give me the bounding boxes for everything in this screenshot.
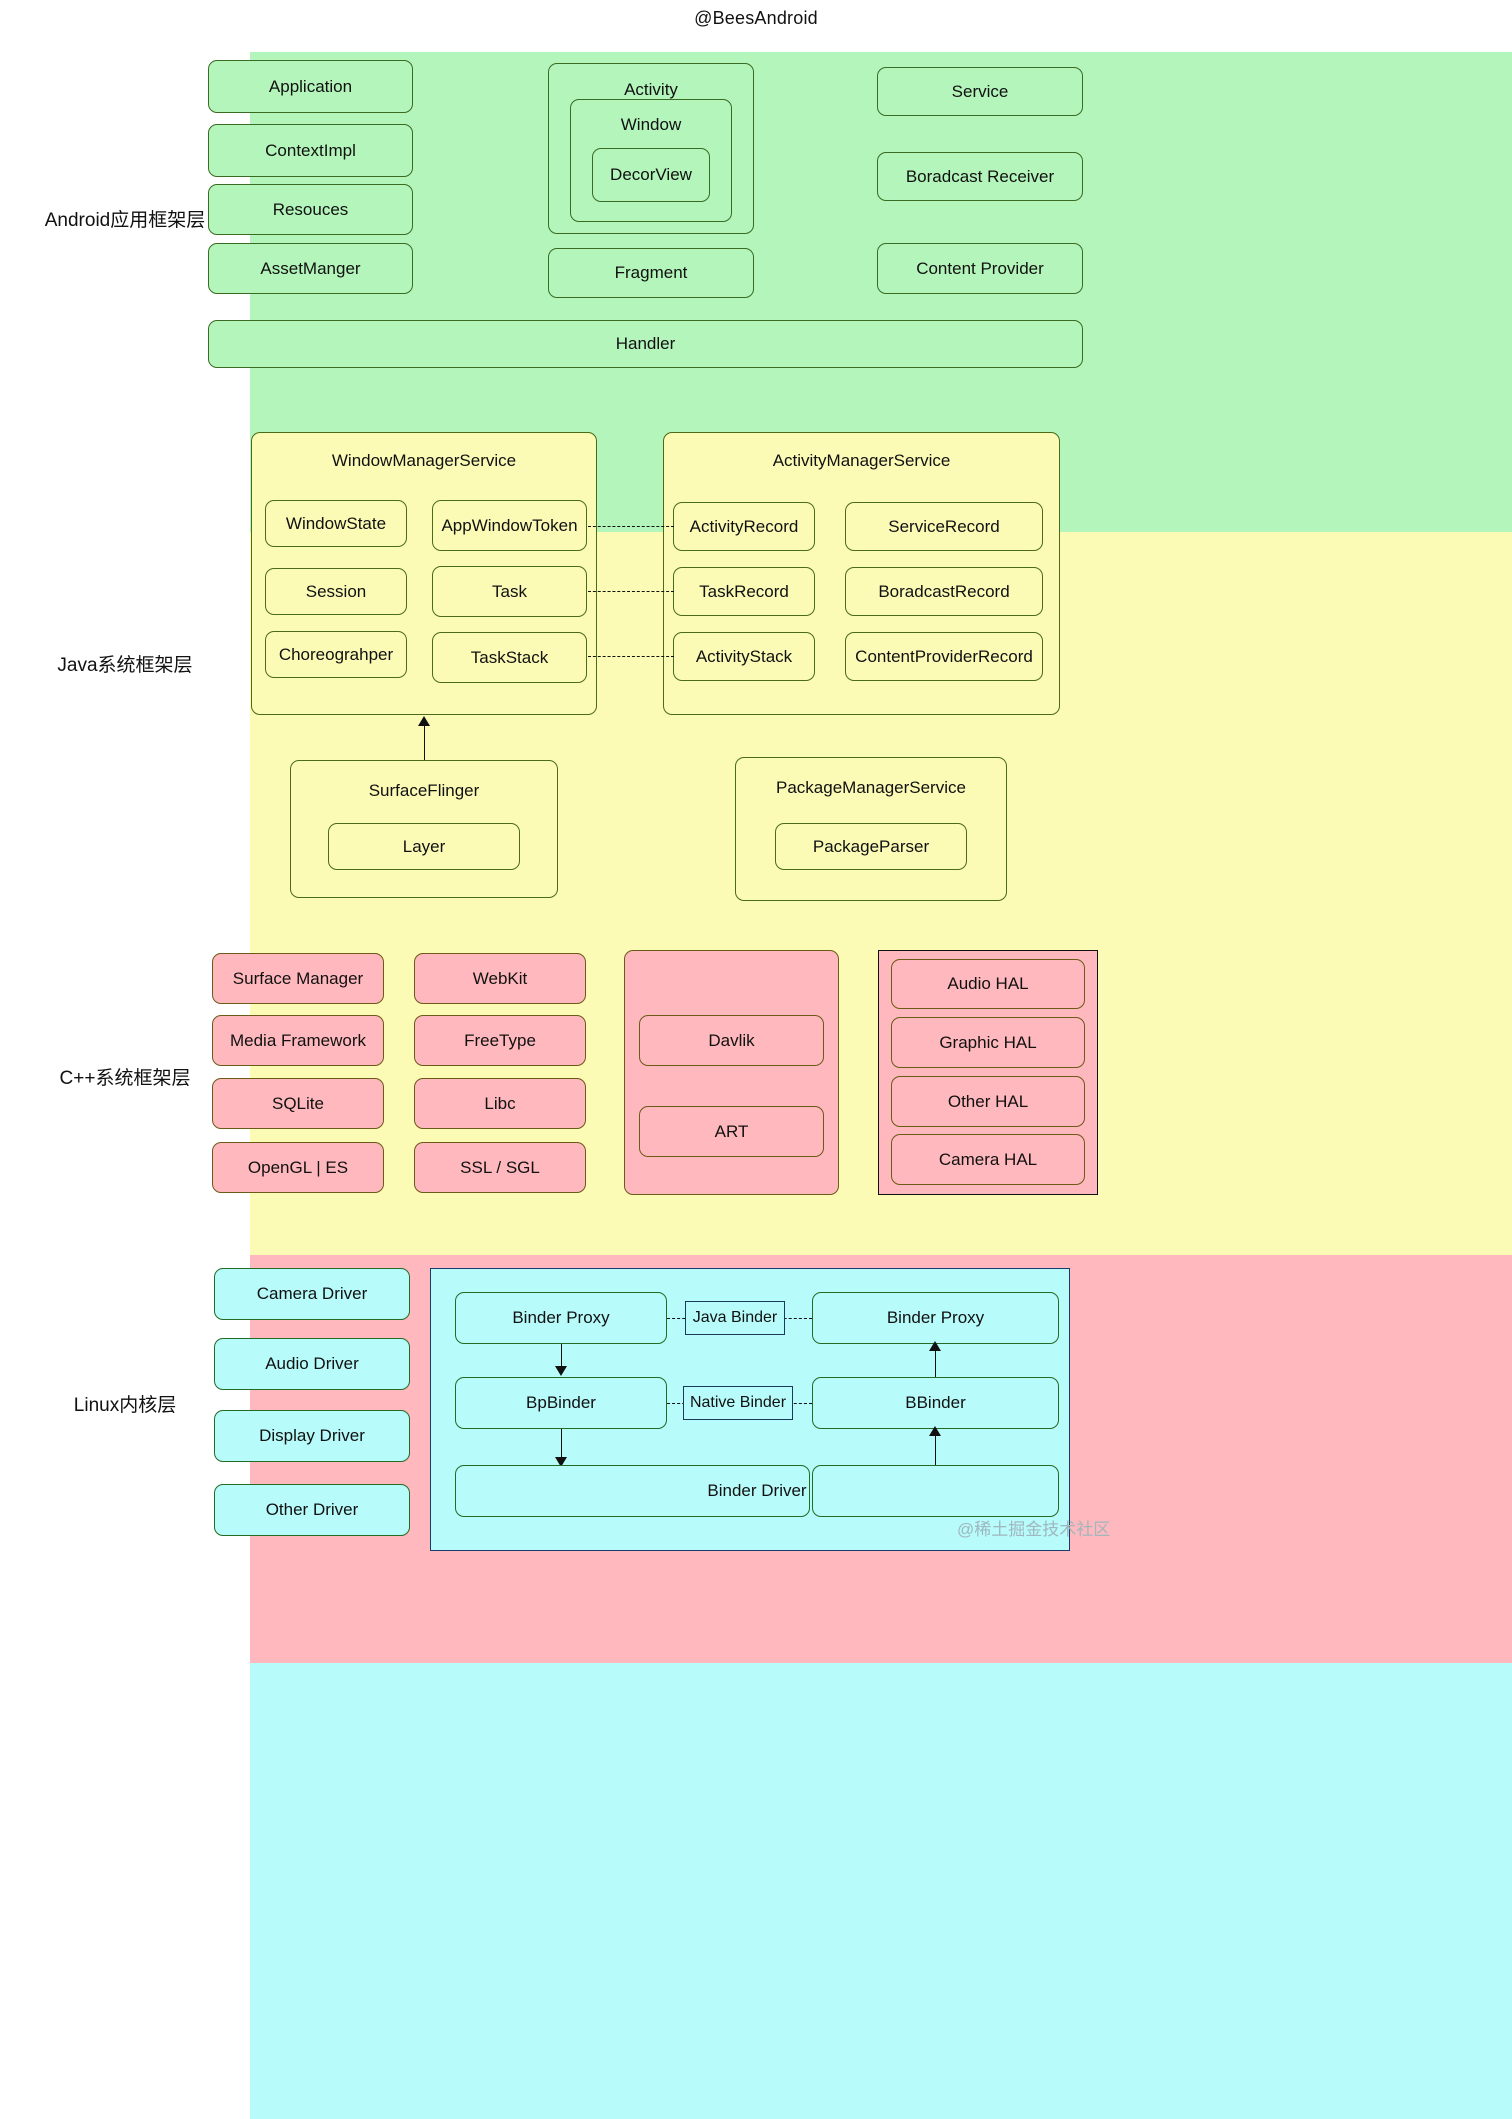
node-service[interactable]: Service <box>877 67 1083 116</box>
node-freetype[interactable]: FreeType <box>414 1015 586 1066</box>
node-davlik[interactable]: Davlik <box>639 1015 824 1066</box>
container-android-runtime <box>624 950 839 1195</box>
node-handler[interactable]: Handler <box>208 320 1083 368</box>
node-binder-proxy-right[interactable]: Binder Proxy <box>812 1292 1059 1344</box>
node-servicerecord[interactable]: ServiceRecord <box>845 502 1043 551</box>
node-bpbinder[interactable]: BpBinder <box>455 1377 667 1429</box>
arrow-up-icon <box>418 716 430 726</box>
container-pms-title: PackageManagerService <box>776 778 966 797</box>
connector-task-taskrecord <box>588 591 674 592</box>
node-surface-manager[interactable]: Surface Manager <box>212 953 384 1004</box>
node-art[interactable]: ART <box>639 1106 824 1157</box>
layer-label-java: Java系统框架层 <box>57 655 193 676</box>
node-audio-hal[interactable]: Audio HAL <box>891 959 1085 1009</box>
node-choreograhper[interactable]: Choreograhper <box>265 631 407 678</box>
arrow-up-icon <box>929 1341 941 1351</box>
node-appwindowtoken[interactable]: AppWindowToken <box>432 500 587 551</box>
layer-band-linux <box>250 1663 1512 2119</box>
node-layer[interactable]: Layer <box>328 823 520 870</box>
chip-java-binder: Java Binder <box>685 1301 785 1335</box>
arrow-down-icon <box>555 1366 567 1376</box>
arrow-up-icon <box>929 1426 941 1436</box>
node-camera-driver[interactable]: Camera Driver <box>214 1268 410 1320</box>
node-taskrecord[interactable]: TaskRecord <box>673 567 815 616</box>
connector-binderdriver-bbinder <box>935 1434 936 1466</box>
connector-appwindowtoken-activityrecord <box>588 526 674 527</box>
node-task[interactable]: Task <box>432 566 587 617</box>
layer-label-linux: Linux内核层 <box>73 1395 177 1416</box>
node-windowstate[interactable]: WindowState <box>265 500 407 547</box>
chip-native-binder: Native Binder <box>683 1386 793 1420</box>
node-decorview[interactable]: DecorView <box>592 148 710 202</box>
node-binder-driver-left-segment[interactable] <box>455 1465 810 1517</box>
arrow-down-icon <box>555 1457 567 1467</box>
node-binder-driver-right-segment[interactable] <box>812 1465 1059 1517</box>
connector-binderproxy-bpbinder <box>561 1344 562 1368</box>
node-other-driver[interactable]: Other Driver <box>214 1484 410 1536</box>
node-sqlite[interactable]: SQLite <box>212 1078 384 1129</box>
node-broadcast-receiver[interactable]: Boradcast Receiver <box>877 152 1083 201</box>
credit-text: @BeesAndroid <box>694 8 818 28</box>
container-activity-title: Activity <box>624 80 678 99</box>
node-opengl-es[interactable]: OpenGL | ES <box>212 1142 384 1193</box>
connector-wms-surfaceflinger <box>424 724 425 776</box>
node-assetmanger[interactable]: AssetManger <box>208 243 413 294</box>
node-activityrecord[interactable]: ActivityRecord <box>673 502 815 551</box>
node-media-framework[interactable]: Media Framework <box>212 1015 384 1066</box>
node-camera-hal[interactable]: Camera HAL <box>891 1134 1085 1185</box>
node-packageparser[interactable]: PackageParser <box>775 823 967 870</box>
watermark-text: @稀土掘金技术社区 <box>957 1520 1111 1539</box>
node-bbinder[interactable]: BBinder <box>812 1377 1059 1429</box>
connector-bpbinder-binderdriver <box>561 1429 562 1459</box>
layer-label-app: Android应用框架层 <box>44 210 206 231</box>
node-audio-driver[interactable]: Audio Driver <box>214 1338 410 1390</box>
node-graphic-hal[interactable]: Graphic HAL <box>891 1017 1085 1068</box>
node-other-hal[interactable]: Other HAL <box>891 1076 1085 1127</box>
node-contentproviderrecord[interactable]: ContentProviderRecord <box>845 632 1043 681</box>
node-content-provider[interactable]: Content Provider <box>877 243 1083 294</box>
container-window-title: Window <box>620 115 682 134</box>
node-resouces[interactable]: Resouces <box>208 184 413 235</box>
node-taskstack[interactable]: TaskStack <box>432 632 587 683</box>
connector-taskstack-activitystack <box>588 656 674 657</box>
layer-label-cpp: C++系统框架层 <box>59 1068 191 1089</box>
node-display-driver[interactable]: Display Driver <box>214 1410 410 1462</box>
container-surfaceflinger-title: SurfaceFlinger <box>368 781 480 800</box>
node-ssl-sgl[interactable]: SSL / SGL <box>414 1142 586 1193</box>
node-session[interactable]: Session <box>265 568 407 615</box>
node-webkit[interactable]: WebKit <box>414 953 586 1004</box>
container-wms-title: WindowManagerService <box>331 451 517 470</box>
node-boradcastrecord[interactable]: BoradcastRecord <box>845 567 1043 616</box>
node-activitystack[interactable]: ActivityStack <box>673 632 815 681</box>
node-libc[interactable]: Libc <box>414 1078 586 1129</box>
node-application[interactable]: Application <box>208 60 413 113</box>
node-fragment[interactable]: Fragment <box>548 248 754 298</box>
node-binder-proxy-left[interactable]: Binder Proxy <box>455 1292 667 1344</box>
node-contextimpl[interactable]: ContextImpl <box>208 124 413 177</box>
connector-bbinder-binderproxy <box>935 1349 936 1377</box>
container-ams-title: ActivityManagerService <box>772 451 951 470</box>
